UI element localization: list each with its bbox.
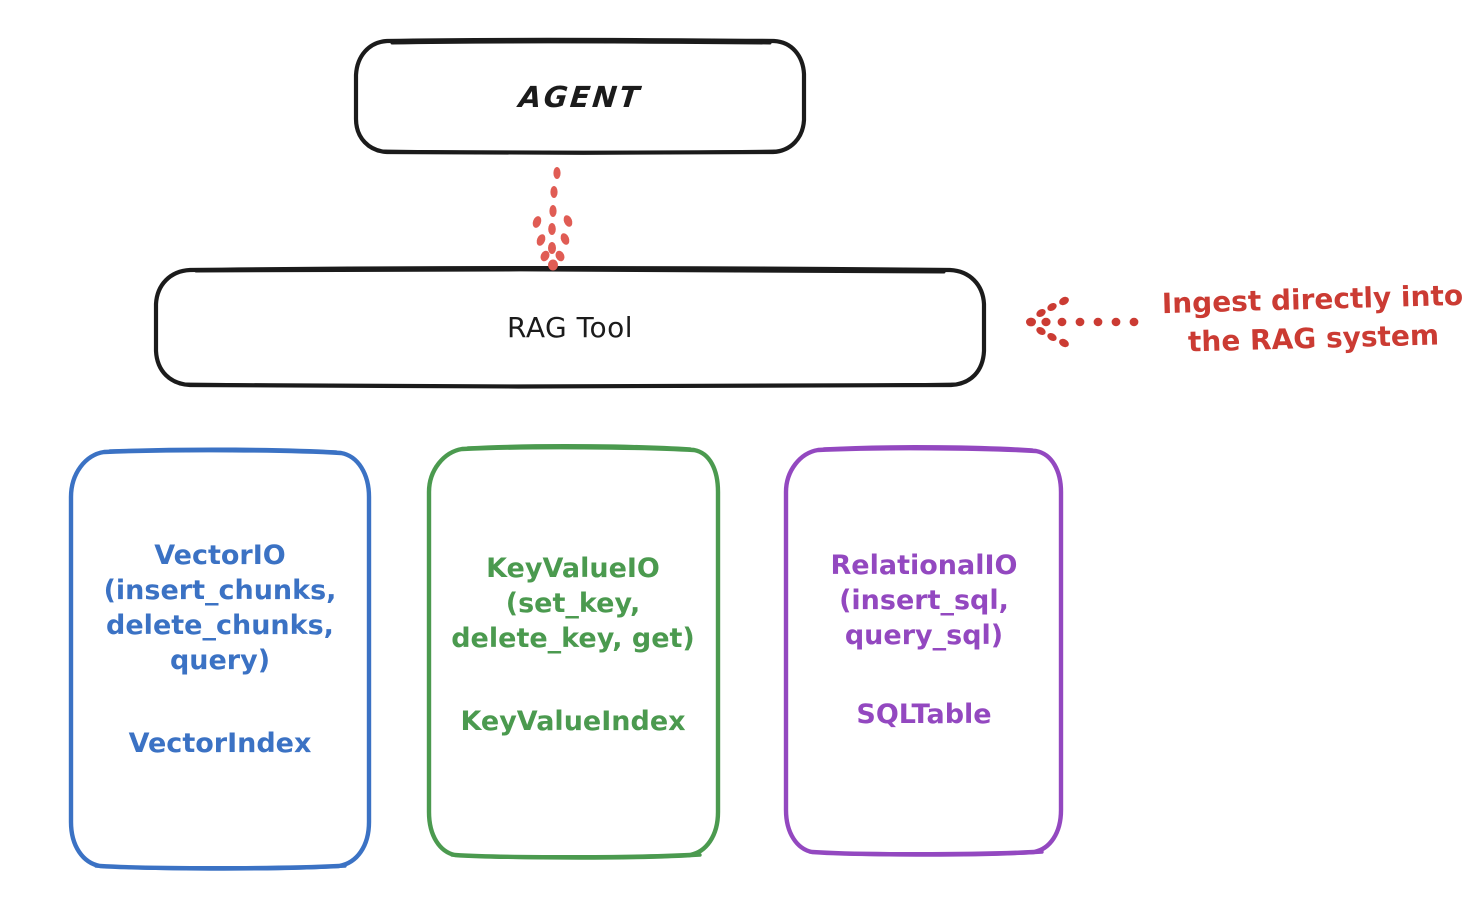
vector-io-node[interactable]: VectorIO (insert_chunks, delete_chunks, … xyxy=(70,450,370,868)
relational-io-api-label: RelationalIO (insert_sql, query_sql) xyxy=(830,550,1018,652)
sql-table-label: SQLTable xyxy=(856,699,992,731)
ingest-annotation: Ingest directly into the RAG system xyxy=(1161,278,1464,359)
agent-node[interactable]: AGENT xyxy=(355,40,805,153)
agent-to-rag-connector xyxy=(532,167,573,271)
key-value-io-node[interactable]: KeyValueIO (set_key, delete_key, get) Ke… xyxy=(428,447,718,857)
key-value-io-api-label: KeyValueIO (set_key, delete_key, get) xyxy=(451,553,695,655)
relational-io-node[interactable]: RelationalIO (insert_sql, query_sql) SQL… xyxy=(785,448,1063,854)
vector-index-label: VectorIndex xyxy=(128,728,312,760)
relational-io-box-outline xyxy=(783,445,1064,857)
key-value-index-label: KeyValueIndex xyxy=(460,706,686,738)
key-value-io-box-outline xyxy=(426,444,721,860)
vector-io-box-outline xyxy=(68,447,372,871)
agent-label: AGENT xyxy=(516,79,644,114)
rag-tool-box-outline xyxy=(153,266,987,389)
rag-tool-label: RAG Tool xyxy=(507,310,633,344)
agent-box-outline xyxy=(353,37,807,155)
ingest-arrow xyxy=(1026,296,1139,348)
rag-tool-node[interactable]: RAG Tool xyxy=(155,268,985,386)
vector-io-api-label: VectorIO (insert_chunks, delete_chunks, … xyxy=(103,540,337,677)
